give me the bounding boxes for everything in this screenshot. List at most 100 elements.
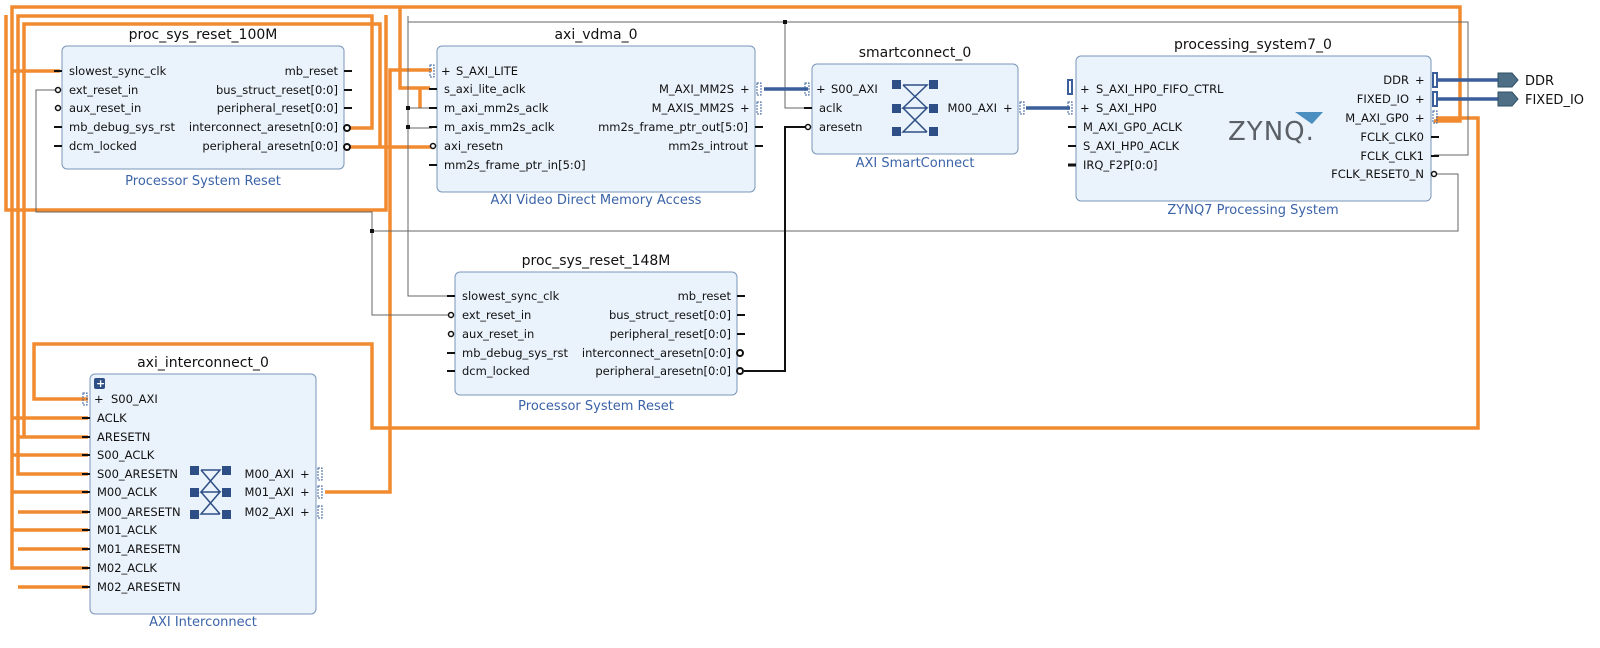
pin-peripheral-reset[interactable]: peripheral_reset[0:0] [610,327,731,341]
pin-ext-reset-in[interactable]: ext_reset_in [462,308,531,322]
pin-m00-aclk[interactable]: M00_ACLK [97,485,157,499]
pin-m02-axi[interactable]: M02_AXI [245,505,294,519]
pin-s-axi-hp0-aclk[interactable]: S_AXI_HP0_ACLK [1083,139,1180,153]
pin-dcm-locked[interactable]: dcm_locked [69,139,137,153]
pin-m01-aclk[interactable]: M01_ACLK [97,523,157,537]
external-port-fixed-io[interactable]: FIXED_IO [1497,91,1584,108]
pin-s00-aresetn[interactable]: S00_ARESETN [97,467,178,481]
bus-plus-icon[interactable]: + [300,505,310,519]
pin-ext-reset-in[interactable]: ext_reset_in [69,83,138,97]
pin-m00-axi[interactable]: M00_AXI [245,467,294,481]
pin-aux-reset-in[interactable]: aux_reset_in [462,327,534,341]
block-subtitle: Processor System Reset [518,399,674,414]
pin-interconnect-aresetn[interactable]: interconnect_aresetn[0:0] [582,346,731,360]
bus-plus-icon[interactable]: + [816,82,826,96]
block-smartconnect-0[interactable]: smartconnect_0 + S00_AXI aclk aresetn M0… [804,45,1025,171]
pin-mm2s-introut[interactable]: mm2s_introut [668,139,748,153]
pin-dcm-locked[interactable]: dcm_locked [462,364,530,378]
pin-m-axi-gp0[interactable]: M_AXI_GP0 [1345,111,1409,125]
pin-ddr[interactable]: DDR [1383,73,1409,87]
block-body[interactable] [436,45,756,193]
pin-fclk-clk1[interactable]: FCLK_CLK1 [1360,149,1424,163]
bus-plus-icon[interactable]: + [1415,111,1425,125]
block-proc-sys-reset-148m[interactable]: proc_sys_reset_148M slowest_sync_clk ext… [447,253,745,414]
block-subtitle: AXI Video Direct Memory Access [491,193,702,208]
bus-plus-icon[interactable]: + [94,392,104,406]
bus-plus-icon[interactable]: + [300,485,310,499]
pin-slowest-sync-clk[interactable]: slowest_sync_clk [462,289,560,303]
bus-plus-icon[interactable]: + [1080,82,1090,96]
pin-aclk[interactable]: ACLK [97,411,127,425]
net-clk-tall[interactable] [4,15,388,212]
pin-m01-axi[interactable]: M01_AXI [245,485,294,499]
pin-s-axi-lite[interactable]: S_AXI_LITE [456,64,518,78]
block-proc-sys-reset-100m[interactable]: proc_sys_reset_100M slowest_sync_clk ext… [54,27,352,189]
pin-s00-axi[interactable]: S00_AXI [831,82,878,96]
block-title: processing_system7_0 [1174,37,1332,53]
pin-m-axis-mm2s[interactable]: M_AXIS_MM2S [652,101,734,115]
block-body[interactable] [1075,55,1432,202]
bus-plus-icon[interactable]: + [1415,73,1425,87]
pin-m-axi-gp0-aclk[interactable]: M_AXI_GP0_ACLK [1083,120,1183,134]
pin-m02-aclk[interactable]: M02_ACLK [97,561,157,575]
pin-peripheral-aresetn[interactable]: peripheral_aresetn[0:0] [202,139,338,153]
net-fclk-clk1[interactable] [407,16,1469,297]
pin-s-axi-hp0-fifo-ctrl[interactable]: S_AXI_HP0_FIFO_CTRL [1096,82,1224,96]
pin-peripheral-aresetn[interactable]: peripheral_aresetn[0:0] [595,364,731,378]
pin-peripheral-reset[interactable]: peripheral_reset[0:0] [217,101,338,115]
pin-aclk[interactable]: aclk [819,101,843,115]
expand-icon[interactable] [94,378,105,389]
bus-plus-icon[interactable]: + [1080,101,1090,115]
pin-m01-aresetn[interactable]: M01_ARESETN [97,542,181,556]
bus-plus-icon[interactable]: + [441,64,451,78]
pin-aresetn[interactable]: aresetn [819,120,862,134]
pin-fclk-clk0[interactable]: FCLK_CLK0 [1360,130,1424,144]
pin-mm2s-frame-ptr-in[interactable]: mm2s_frame_ptr_in[5:0] [444,158,586,172]
pin-interconnect-aresetn[interactable]: interconnect_aresetn[0:0] [189,120,338,134]
net-fclk-reset0-n[interactable] [35,89,1459,316]
bus-plus-icon[interactable]: + [1415,92,1425,106]
net-fclk-clk0[interactable] [10,5,1462,570]
net-peripheral-aresetn-148[interactable] [744,126,808,372]
pin-axi-resetn[interactable]: axi_resetn [444,139,503,153]
pin-m02-aresetn[interactable]: M02_ARESETN [97,580,181,594]
pin-slowest-sync-clk[interactable]: slowest_sync_clk [69,64,167,78]
pin-s00-axi[interactable]: S00_AXI [111,392,158,406]
net-junctions [370,20,787,233]
block-axi-interconnect-0[interactable]: axi_interconnect_0 + + S00_AXI ACLK ARES… [82,355,323,630]
pin-s-axi-hp0[interactable]: S_AXI_HP0 [1096,101,1157,115]
nets [4,5,1500,589]
bus-plus-icon[interactable]: + [300,467,310,481]
bus-plus-icon[interactable]: + [1003,101,1013,115]
bus-plus-icon[interactable]: + [740,101,750,115]
net-interconnect-aresetn[interactable] [16,14,374,589]
net-m-axi-gp0[interactable] [32,116,1480,430]
block-title: axi_vdma_0 [554,27,637,43]
pin-m-axi-mm2s[interactable]: M_AXI_MM2S [659,82,734,96]
pin-mb-reset[interactable]: mb_reset [678,289,732,303]
pin-mb-debug-sys-rst[interactable]: mb_debug_sys_rst [69,120,176,134]
block-axi-vdma-0[interactable]: axi_vdma_0 + S_AXI_LITE s_axi_lite_aclk … [429,27,763,208]
pin-aux-reset-in[interactable]: aux_reset_in [69,101,141,115]
pin-m00-axi[interactable]: M00_AXI [948,101,997,115]
pin-m00-aresetn[interactable]: M00_ARESETN [97,505,181,519]
pin-s-axi-lite-aclk[interactable]: s_axi_lite_aclk [444,82,526,96]
block-processing-system7-0[interactable]: processing_system7_0 + + S_AXI_HP0_FIFO_… [1067,37,1439,218]
pin-fclk-reset0-n[interactable]: FCLK_RESET0_N [1331,167,1424,181]
pin-m-axi-mm2s-aclk[interactable]: m_axi_mm2s_aclk [444,101,549,115]
pin-irq-f2p[interactable]: IRQ_F2P[0:0] [1083,158,1158,172]
pin-aresetn[interactable]: ARESETN [97,430,150,444]
crossbar-icon [190,466,231,519]
pin-m-axis-mm2s-aclk[interactable]: m_axis_mm2s_aclk [444,120,555,134]
pin-fixed-io[interactable]: FIXED_IO [1357,92,1409,106]
pin-mb-debug-sys-rst[interactable]: mb_debug_sys_rst [462,346,569,360]
pin-s00-aclk[interactable]: S00_ACLK [97,448,155,462]
pin-bus-struct-reset[interactable]: bus_struct_reset[0:0] [609,308,731,322]
pin-mb-reset[interactable]: mb_reset [285,64,339,78]
pin-bus-struct-reset[interactable]: bus_struct_reset[0:0] [216,83,338,97]
bus-plus-icon[interactable]: + [740,82,750,96]
external-port-ddr[interactable]: DDR [1497,72,1554,89]
pin-mm2s-frame-ptr-out[interactable]: mm2s_frame_ptr_out[5:0] [598,120,748,134]
net-m01-axi[interactable] [325,68,432,494]
